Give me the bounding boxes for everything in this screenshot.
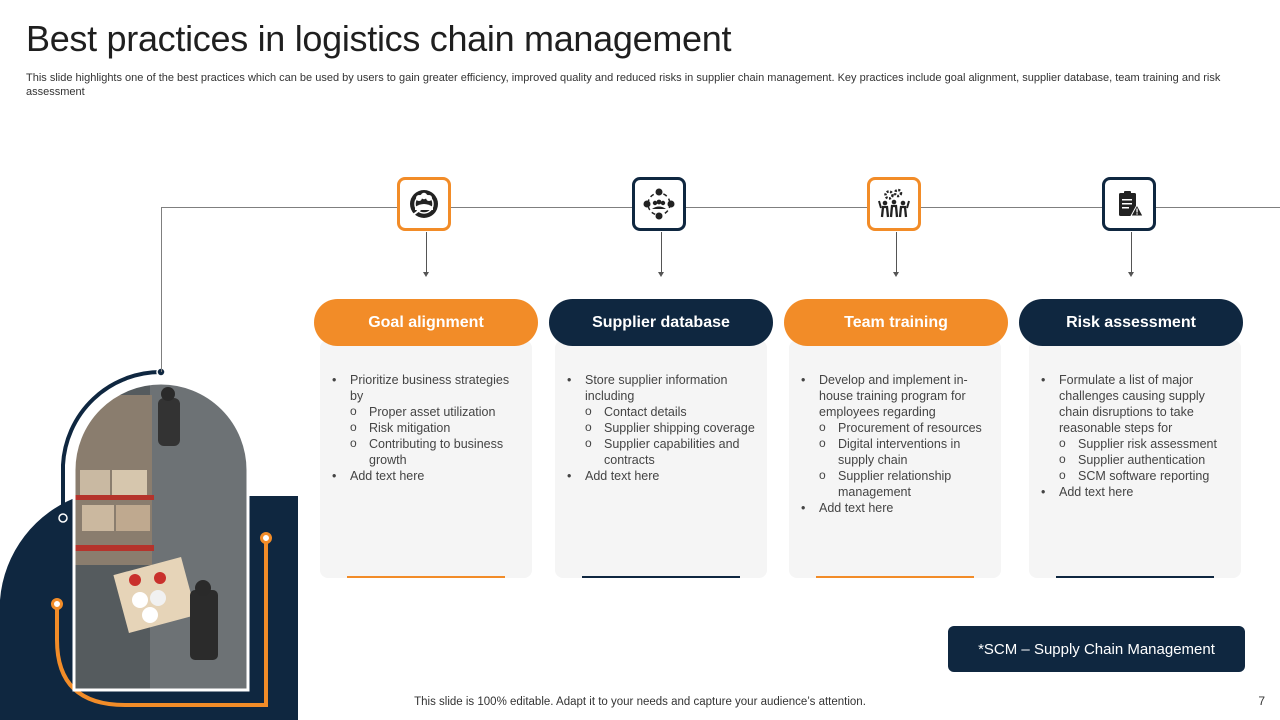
risk-assessment-header: Risk assessment: [1019, 299, 1243, 346]
list-item: Develop and implement in-house training …: [801, 372, 989, 500]
supplier-database-header: Supplier database: [549, 299, 773, 346]
list-item: Add text here: [801, 500, 989, 516]
supplier-network-icon: [632, 177, 686, 231]
footer-text: This slide is 100% editable. Adapt it to…: [414, 696, 866, 708]
sub-list-item: Procurement of resources: [819, 419, 989, 436]
card-accent-line: [1056, 576, 1214, 578]
sub-list-item: Supplier authentication: [1059, 451, 1229, 468]
team-target-icon: [397, 177, 451, 231]
risk-clipboard-icon: [1102, 177, 1156, 231]
practice-card-supplier-database: Store supplier information including Con…: [555, 340, 767, 578]
list-item: Formulate a list of major challenges cau…: [1041, 372, 1229, 484]
sub-list-item: Digital interventions in supply chain: [819, 435, 989, 468]
list-item: Store supplier information including Con…: [567, 372, 755, 468]
sub-list-item: Supplier capabilities and contracts: [585, 435, 755, 468]
page-number: 7: [1258, 694, 1265, 708]
warehouse-photo-decoration: [0, 367, 298, 720]
goal-alignment-header: Goal alignment: [314, 299, 538, 346]
card-accent-line: [347, 576, 505, 578]
sub-list-item: Risk mitigation: [350, 419, 520, 436]
list-item: Add text here: [332, 468, 520, 484]
sub-list-item: Supplier relationship management: [819, 467, 989, 500]
down-arrow: [423, 232, 429, 277]
down-arrow: [1128, 232, 1134, 277]
slide-title: Best practices in logistics chain manage…: [26, 18, 732, 59]
practice-card-goal-alignment: Prioritize business strategies by Proper…: [320, 340, 532, 578]
list-item: Prioritize business strategies by Proper…: [332, 372, 520, 468]
practice-card-risk-assessment: Formulate a list of major challenges cau…: [1029, 340, 1241, 578]
team-gears-icon: [867, 177, 921, 231]
card-accent-line: [582, 576, 740, 578]
sub-list-item: Proper asset utilization: [350, 403, 520, 420]
sub-list-item: Contributing to business growth: [350, 435, 520, 468]
list-item: Add text here: [567, 468, 755, 484]
card-accent-line: [816, 576, 974, 578]
scm-note-box: *SCM – Supply Chain Management: [948, 626, 1245, 672]
warehouse-photo: [74, 383, 248, 690]
sub-list-item: Supplier shipping coverage: [585, 419, 755, 436]
timeline-connector: [161, 207, 162, 372]
timeline-line: [161, 207, 1280, 208]
sub-list-item: Contact details: [585, 403, 755, 420]
sub-list-item: SCM software reporting: [1059, 467, 1229, 484]
orange-curve-line: [55, 538, 268, 707]
sub-list-item: Supplier risk assessment: [1059, 435, 1229, 452]
navy-arch-line: [61, 369, 162, 518]
team-training-header: Team training: [784, 299, 1008, 346]
practice-card-team-training: Develop and implement in-house training …: [789, 340, 1001, 578]
slide-subtitle: This slide highlights one of the best pr…: [26, 72, 1221, 98]
list-item: Add text here: [1041, 484, 1229, 500]
down-arrow: [893, 232, 899, 277]
down-arrow: [658, 232, 664, 277]
